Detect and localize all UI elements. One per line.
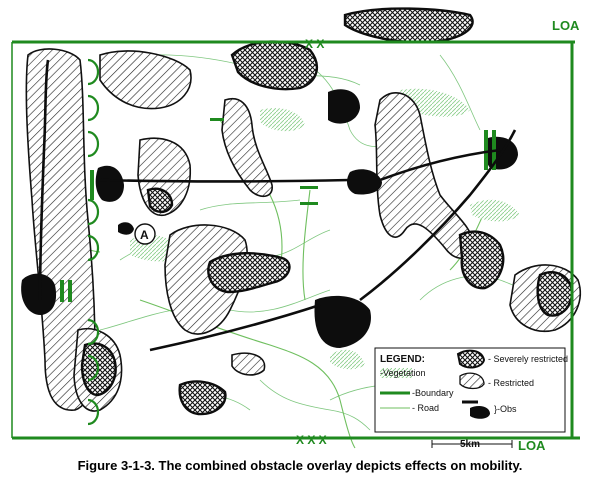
legend-boundary-label: -Boundary xyxy=(412,388,454,398)
legend-obs-swatch-blob xyxy=(470,406,490,419)
main-roads xyxy=(38,59,517,352)
boundary-marker-top: X X xyxy=(305,37,324,51)
obstacle-center-road xyxy=(347,169,382,195)
vegetation-areas xyxy=(130,88,520,370)
obstacle-northwest xyxy=(95,165,124,202)
point-a-label: A xyxy=(140,228,149,242)
restricted-area-small-center xyxy=(231,352,266,376)
severely-restricted-area-top-edge xyxy=(343,7,474,44)
severely-restricted-area-center xyxy=(207,252,291,294)
scale-bar-label: 5km xyxy=(460,439,480,450)
obstacle-west xyxy=(21,273,57,316)
restricted-area-north-center xyxy=(99,50,192,110)
legend-vegetation-swatch xyxy=(380,368,412,378)
legend-restricted-label: - Restricted xyxy=(488,378,534,388)
figure-caption: Figure 3-1-3. The combined obstacle over… xyxy=(77,458,523,473)
legend: LEGEND: - Severely restricted -Vegetatio… xyxy=(374,347,568,433)
obstacle-south-center xyxy=(314,295,371,348)
severely-restricted-area-east-ridge xyxy=(458,230,505,290)
legend-restricted-swatch xyxy=(459,372,485,390)
boundary-lines xyxy=(11,40,580,440)
severely-restricted-area-south xyxy=(178,380,227,416)
loa-label-bottom: LOA xyxy=(518,438,546,453)
legend-vegetation-label: -Vegetation xyxy=(380,368,426,378)
legend-severely-restricted-swatch xyxy=(456,349,486,369)
scale-bar: 5km xyxy=(431,439,513,450)
legend-severely-restricted-label: - Severely restricted xyxy=(488,354,568,364)
point-a-marker: A xyxy=(134,223,156,245)
legend-heading: LEGEND: xyxy=(380,354,425,365)
legend-obs-label: }-Obs xyxy=(494,404,517,414)
restricted-area-north-ridge xyxy=(221,98,273,198)
restricted-area-center xyxy=(164,224,248,335)
severely-restricted-area-center-west xyxy=(146,187,174,214)
severely-restricted-area-southeast xyxy=(536,271,574,317)
boundary-marker-bottom: X X X xyxy=(296,433,327,447)
obstacle-small-a xyxy=(118,222,134,235)
obstacle-north xyxy=(328,89,360,124)
loa-label-top: LOA xyxy=(552,18,580,33)
legend-road-label: - Road xyxy=(412,403,439,413)
